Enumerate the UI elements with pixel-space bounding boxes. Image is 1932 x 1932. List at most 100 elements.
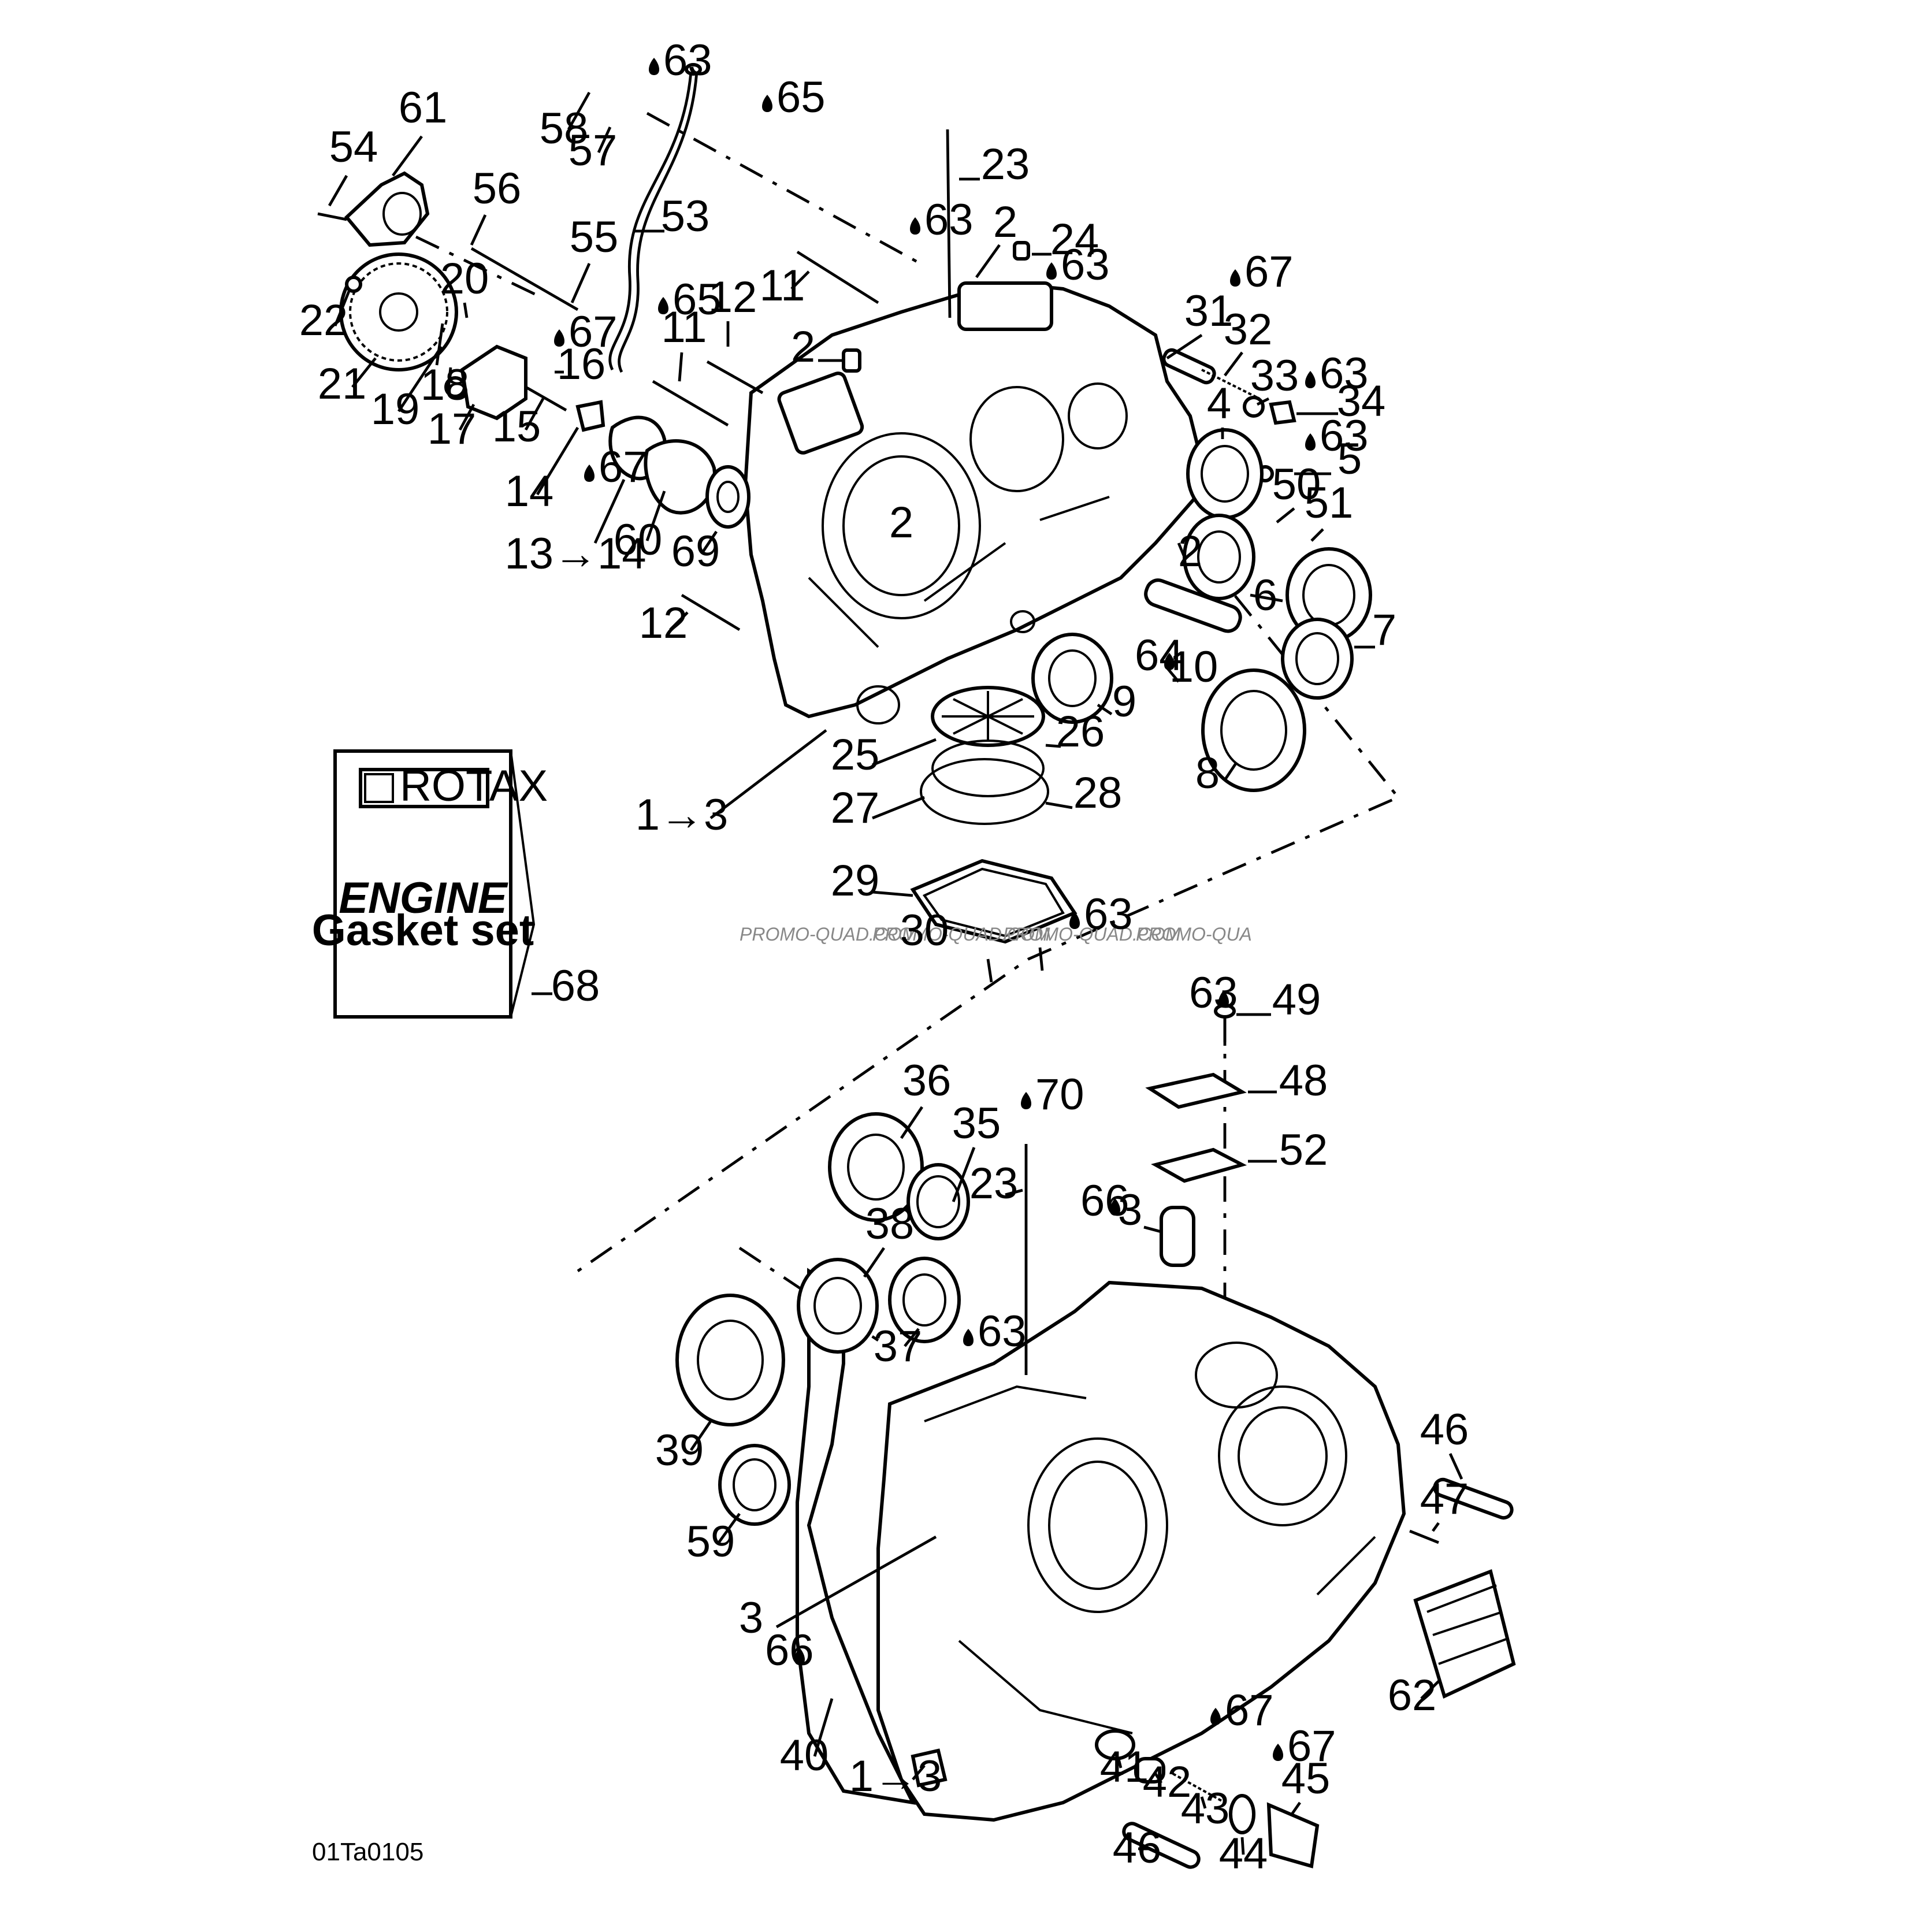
part-callout: 28 xyxy=(1073,768,1123,818)
leader-line xyxy=(952,1147,976,1202)
lube-callout: 63 xyxy=(1189,968,1238,1017)
part-callout: 29 xyxy=(831,856,880,905)
leader-line xyxy=(678,352,683,382)
oil-drop-icon xyxy=(1305,433,1316,451)
part-callout: 9 xyxy=(1112,677,1136,726)
part-callout: 41 xyxy=(1100,1742,1149,1792)
oil-drop-icon xyxy=(910,217,920,235)
part-callout: 5 xyxy=(1337,434,1362,484)
leader-line xyxy=(690,1420,712,1451)
gasket-brand: ROTAX xyxy=(400,761,548,811)
leader-line xyxy=(328,174,348,207)
leader-line xyxy=(863,1247,885,1278)
part-callout: 37 xyxy=(874,1322,923,1371)
part-callout: 22 xyxy=(299,296,348,345)
leader-line xyxy=(872,738,937,767)
lube-number: 67 xyxy=(569,307,618,356)
leader-line xyxy=(1097,704,1113,715)
oil-pump-body xyxy=(435,323,750,529)
part-callout: 12 xyxy=(639,599,688,648)
rotax-logo-box xyxy=(359,768,489,808)
leader-line xyxy=(1224,761,1238,781)
part-callout: 11 xyxy=(662,303,707,352)
lube-callout: 63 xyxy=(910,195,974,244)
lube-callout: 63 xyxy=(1305,411,1369,460)
leader-line xyxy=(1250,593,1283,603)
part-callout: 10 xyxy=(1169,642,1218,692)
part-callout: 3 xyxy=(1118,1186,1142,1235)
part-callout: 19 xyxy=(371,385,420,434)
part-callout: 36 xyxy=(902,1056,952,1105)
part-callout: 56 xyxy=(473,164,522,213)
part-callout: 57 xyxy=(569,126,618,175)
leader-line xyxy=(458,403,475,431)
part-callout: 40 xyxy=(780,1731,829,1780)
oil-drop-icon xyxy=(1230,269,1240,287)
lube-callout: 66 xyxy=(1080,1176,1130,1225)
part-callout: 13→14 xyxy=(504,529,646,578)
part-callout: 54 xyxy=(329,122,378,172)
lube-callout: 63 xyxy=(649,36,712,85)
oil-drop-icon xyxy=(554,329,564,347)
leader-line xyxy=(1200,1796,1207,1809)
lube-number: 64 xyxy=(1135,631,1184,680)
leader-line xyxy=(1448,1453,1463,1480)
watermark-text: PROMO-QUA xyxy=(1136,924,1252,945)
leader-line xyxy=(718,1513,741,1544)
part-callout: 30 xyxy=(900,906,949,955)
assembly-dash-lines xyxy=(415,112,1400,1342)
part-callout: 3 xyxy=(739,1593,763,1643)
lube-number: 66 xyxy=(1080,1176,1130,1225)
gasket-set-card: ROTAX ENGINE Gasket set xyxy=(312,749,548,1019)
part-callout: 25 xyxy=(831,730,880,779)
leader-line xyxy=(397,345,443,413)
lube-number: 67 xyxy=(1244,247,1294,296)
part-callout: 2 xyxy=(791,322,815,371)
leader-line xyxy=(1224,351,1243,377)
watermark: PROMO-QUAD.COM PROMO-QUAD.COM PROMO-QUAD… xyxy=(740,924,1252,945)
leader-line xyxy=(1143,1225,1162,1233)
lube-callout: 63 xyxy=(1069,890,1133,939)
leader-line xyxy=(775,1535,937,1629)
leader-line xyxy=(1045,744,1061,748)
part-callout: 58 xyxy=(540,104,589,153)
part-callout: 1→3 xyxy=(636,790,729,839)
lube-number: 67 xyxy=(599,443,648,492)
part-callout: 26 xyxy=(1056,707,1105,756)
part-callout: 32 xyxy=(1224,305,1273,354)
oil-drop-icon xyxy=(762,95,772,112)
part-callout: 2 xyxy=(1178,527,1202,576)
oil-drop-icon xyxy=(1305,371,1316,388)
part-callout: 6 xyxy=(1253,571,1277,620)
part-callout: 68 xyxy=(551,961,600,1010)
part-callout: 50 xyxy=(1272,460,1321,509)
part-callout: 45 xyxy=(1281,1754,1331,1803)
oil-drop-icon xyxy=(1021,1092,1031,1109)
leader-line xyxy=(593,479,626,544)
part-callout: 69 xyxy=(671,527,720,576)
leader-line xyxy=(1166,334,1203,359)
leader-line xyxy=(1420,1680,1440,1700)
oil-pump-cover xyxy=(317,171,430,247)
lube-number: 63 xyxy=(663,36,712,85)
leader-line xyxy=(351,357,377,388)
part-callout: 15 xyxy=(492,402,541,451)
oil-drop-icon xyxy=(1110,1198,1120,1216)
part-callout: 39 xyxy=(655,1426,704,1475)
lube-callout: 67 xyxy=(554,307,618,356)
lube-number: 63 xyxy=(1320,411,1369,460)
part-callout: 49 xyxy=(1272,975,1321,1024)
gasket-subtitle: Gasket set xyxy=(312,906,534,955)
lower-crankcase-half xyxy=(796,1268,1406,1822)
oil-drop-icon xyxy=(1046,262,1057,280)
leader-line xyxy=(904,1328,920,1347)
lube-number: 63 xyxy=(1320,349,1369,398)
part-callout: 11 xyxy=(760,261,805,310)
lube-callout: 67 xyxy=(1210,1686,1274,1735)
part-callout: 43 xyxy=(1181,1784,1230,1833)
callout-labels: 1→31→3222233456789101111121213→141415161… xyxy=(299,83,1469,1878)
part-callout: 33 xyxy=(1250,351,1299,400)
lube-callout: 65 xyxy=(658,275,722,324)
leader-line xyxy=(333,291,351,326)
